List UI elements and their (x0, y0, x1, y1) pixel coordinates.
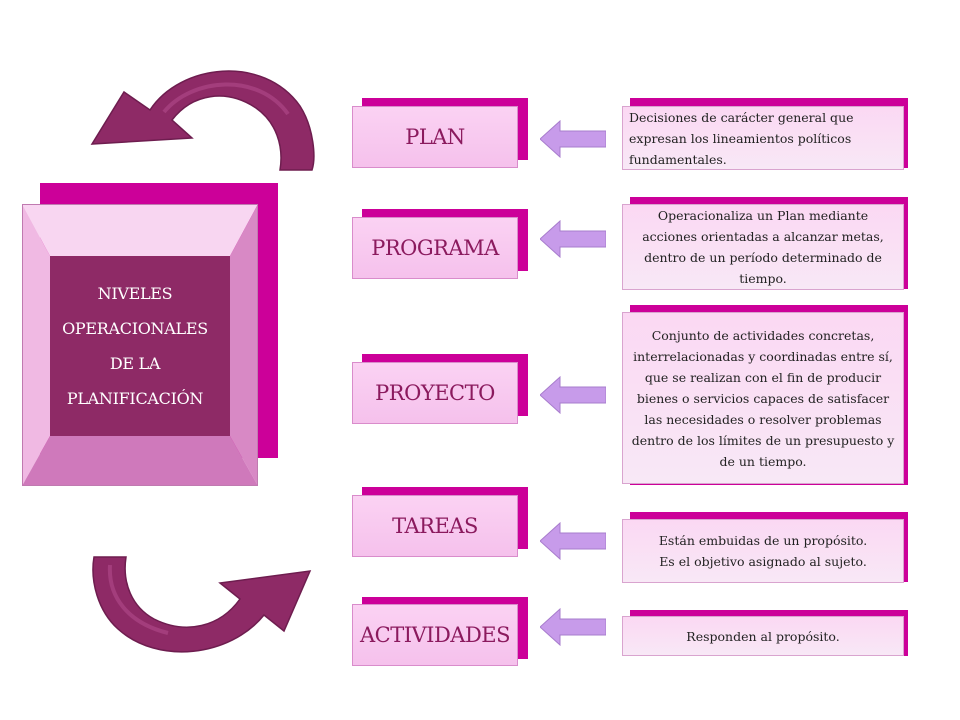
desc-box-actividades: Responden al propósito. (622, 616, 904, 656)
desc-text-actividades: Responden al propósito. (686, 628, 840, 644)
desc-text-plan: Decisiones de carácter general que expre… (629, 109, 854, 167)
left-arrow-icon (540, 522, 606, 560)
level-label-proyecto: PROYECTO (375, 381, 495, 405)
curved-arrow-top-icon (90, 70, 315, 171)
desc-box-proyecto: Conjunto de actividades concretas, inter… (622, 312, 904, 484)
desc-text-tareas: Están embuidas de un propósito. Es el ob… (658, 533, 868, 569)
left-arrow-icon (540, 220, 606, 258)
desc-text-proyecto: Conjunto de actividades concretas, inter… (631, 327, 895, 469)
center-box: NIVELES OPERACIONALES DE LA PLANIFICACIÓ… (22, 204, 258, 486)
left-arrow-icon (540, 120, 606, 158)
curved-arrow-bottom-icon (92, 556, 312, 653)
level-box-proyecto: PROYECTO (352, 362, 518, 424)
center-line-2: OPERACIONALES (62, 319, 208, 338)
center-line-3: DE LA (109, 354, 161, 373)
level-box-programa: PROGRAMA (352, 217, 518, 279)
left-arrow-icon (540, 376, 606, 414)
desc-text-programa: Operacionaliza un Plan mediante acciones… (642, 208, 884, 286)
left-arrow-icon (540, 608, 606, 646)
level-label-programa: PROGRAMA (371, 236, 499, 260)
level-box-plan: PLAN (352, 106, 518, 168)
level-box-tareas: TAREAS (352, 495, 518, 557)
desc-box-programa: Operacionaliza un Plan mediante acciones… (622, 204, 904, 290)
desc-box-plan: Decisiones de carácter general que expre… (622, 106, 904, 170)
level-label-plan: PLAN (405, 125, 465, 149)
level-box-actividades: ACTIVIDADES (352, 604, 518, 666)
desc-box-tareas: Están embuidas de un propósito. Es el ob… (622, 519, 904, 583)
center-line-1: NIVELES (97, 284, 173, 303)
center-line-4: PLANIFICACIÓN (66, 389, 204, 408)
level-label-tareas: TAREAS (392, 514, 478, 538)
center-title: NIVELES OPERACIONALES DE LA PLANIFICACIÓ… (50, 256, 220, 436)
level-label-actividades: ACTIVIDADES (359, 623, 511, 647)
